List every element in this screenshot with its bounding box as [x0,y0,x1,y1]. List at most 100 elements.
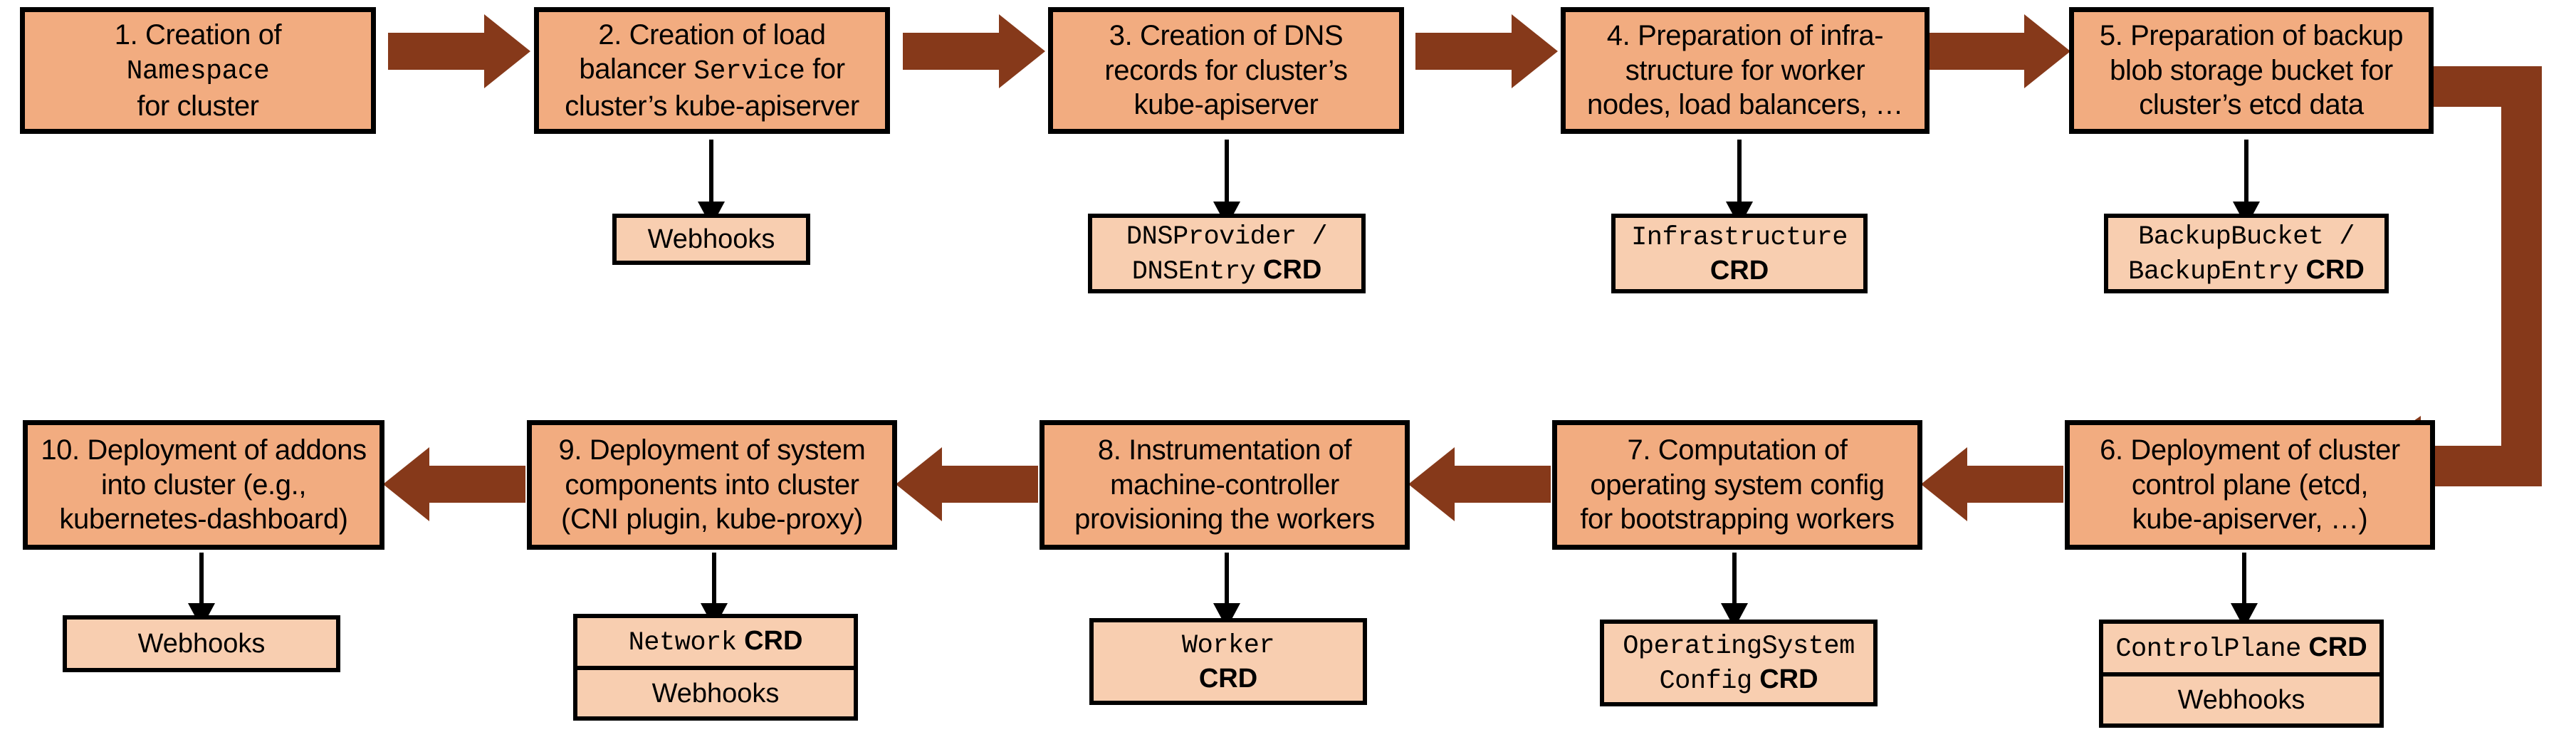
resource-box-worker-crd[interactable]: Worker CRD [1089,618,1367,705]
arrow-5-6-vertical-run [2501,66,2542,486]
step-10-line-3: kubernetes-dashboard) [59,503,348,535]
worker-crd-suffix: CRD [1198,664,1258,694]
arrow-4-5 [1928,14,2070,88]
step-7-text: 7. Computation of operating system confi… [1580,433,1895,537]
resource-box-webhooks-step2[interactable]: Webhooks [612,214,810,265]
resource-cell-webhooks-step10: Webhooks [67,620,336,668]
infrastructure-token: Infrastructure [1631,223,1848,254]
resource-cell-backup-crd: BackupBucket / BackupEntry CRD [2108,214,2384,293]
controlplane-crd-suffix: CRD [2300,632,2367,662]
arrow-3-4 [1415,14,1558,88]
osc-crd-suffix: CRD [1752,664,1818,694]
resource-box-network[interactable]: Network CRD Webhooks [573,614,858,721]
arrow-6-7 [1921,447,2063,521]
step-4-line-1: 4. Preparation of infra- [1606,19,1884,51]
resource-cell-worker-crd: Worker CRD [1094,622,1363,701]
step-5-line-3: cluster’s etcd data [2139,89,2364,121]
step-box-4[interactable]: 4. Preparation of infra- structure for w… [1561,7,1930,134]
step-3-line-3: kube-apiserver [1133,89,1319,121]
step-2-line-2-suffix: for [805,53,845,85]
step-box-5[interactable]: 5. Preparation of backup blob storage bu… [2069,7,2434,134]
resource-cell-network-crd: Network CRD [577,618,854,666]
step-9-line-2: components into cluster [565,469,859,501]
backup-crd-suffix: CRD [2298,255,2365,285]
step-1-line-3: for cluster [137,90,259,122]
arrow-1-2 [388,14,530,88]
step-7-line-3: for bootstrapping workers [1580,503,1895,535]
dns-crd-suffix: CRD [1255,255,1322,285]
arrow-5-6-top-run [2434,66,2542,107]
step-box-1[interactable]: 1. Creation of Namespace for cluster [20,7,376,134]
step-8-line-1: 8. Instrumentation of [1097,434,1352,466]
step-3-line-2: records for cluster’s [1104,54,1348,86]
controlplane-token: ControlPlane [2115,634,2301,664]
resource-connector-group-top [697,140,2261,227]
step-8-text: 8. Instrumentation of machine-controller… [1074,433,1375,537]
step-7-line-2: operating system config [1590,469,1885,501]
step-box-9[interactable]: 9. Deployment of system components into … [527,420,897,550]
step-9-line-1: 9. Deployment of system [558,434,866,466]
step-6-line-1: 6. Deployment of cluster [2100,434,2400,466]
resource-label-controlplane-webhooks: Webhooks [2177,685,2305,716]
dns-provider-token: DNSProvider / [1126,221,1328,252]
step-9-line-3: (CNI plugin, kube-proxy) [561,503,863,535]
resource-box-dns-crd[interactable]: DNSProvider / DNSEntry CRD [1088,214,1366,293]
resource-box-infrastructure-crd[interactable]: Infrastructure CRD [1611,214,1868,293]
resource-cell-network-webhooks: Webhooks [577,666,854,716]
resource-label-webhooks-step10: Webhooks [137,628,266,659]
resource-label-worker-crd: Worker CRD [1181,627,1275,695]
resource-cell-osc-crd: OperatingSystem Config CRD [1604,624,1873,702]
resource-cell-controlplane-webhooks: Webhooks [2103,672,2379,723]
resource-cell-dns-crd: DNSProvider / DNSEntry CRD [1092,214,1361,293]
arrow-8-9 [896,447,1038,521]
step-box-2[interactable]: 2. Creation of load balancer Service for… [534,7,890,134]
infrastructure-crd-suffix: CRD [1710,256,1769,286]
step-10-line-2: into cluster (e.g., [100,469,307,501]
step-box-7[interactable]: 7. Computation of operating system confi… [1552,420,1922,550]
network-token: Network [628,628,737,659]
resource-box-osc-crd[interactable]: OperatingSystem Config CRD [1600,620,1878,706]
step-8-line-3: provisioning the workers [1074,503,1375,535]
step-5-line-1: 5. Preparation of backup [2099,19,2404,51]
step-2-line-3: cluster’s kube-apiserver [565,90,859,122]
step-4-text: 4. Preparation of infra- structure for w… [1587,19,1903,122]
resource-label-dns-crd: DNSProvider / DNSEntry CRD [1126,219,1328,288]
resource-cell-controlplane-crd: ControlPlane CRD [2103,624,2379,672]
arrow-2-3 [903,14,1045,88]
arrow-7-8 [1408,447,1551,521]
resource-connector-group-bottom [187,553,2258,629]
step-box-10[interactable]: 10. Deployment of addons into cluster (e… [23,420,384,550]
step-10-text: 10. Deployment of addons into cluster (e… [41,433,367,537]
step-box-6[interactable]: 6. Deployment of cluster control plane (… [2065,420,2435,550]
step-7-line-1: 7. Computation of [1627,434,1848,466]
dns-entry-token: DNSEntry [1131,257,1256,287]
step-6-line-2: control plane (etcd, [2131,469,2369,501]
step-3-text: 3. Creation of DNS records for cluster’s… [1104,19,1348,122]
network-crd-suffix: CRD [736,626,803,657]
config-token: Config [1659,667,1752,696]
step-6-text: 6. Deployment of cluster control plane (… [2100,433,2400,537]
step-1-text: 1. Creation of Namespace for cluster [115,18,282,124]
step-1-line-1: 1. Creation of [114,19,282,51]
step-4-line-3: nodes, load balancers, … [1586,89,1903,121]
resource-box-controlplane[interactable]: ControlPlane CRD Webhooks [2099,620,2384,728]
step-box-3[interactable]: 3. Creation of DNS records for cluster’s… [1048,7,1404,134]
resource-label-osc-crd: OperatingSystem Config CRD [1623,628,1855,698]
resource-label-network-webhooks: Webhooks [651,678,780,709]
step-box-8[interactable]: 8. Instrumentation of machine-controller… [1040,420,1410,550]
step-3-line-1: 3. Creation of DNS [1109,19,1344,51]
resource-label-infrastructure-crd: Infrastructure CRD [1631,219,1848,287]
resource-box-backup-crd[interactable]: BackupBucket / BackupEntry CRD [2104,214,2389,293]
resource-label-controlplane-crd: ControlPlane CRD [2115,631,2367,666]
resource-cell-webhooks: Webhooks [617,218,806,261]
resource-label-backup-crd: BackupBucket / BackupEntry CRD [2128,219,2365,288]
worker-token: Worker [1181,631,1275,662]
step-5-line-2: blob storage bucket for [2110,54,2393,86]
resource-cell-infrastructure-crd: Infrastructure CRD [1616,215,1863,291]
resource-label-network-crd: Network CRD [629,625,803,659]
step-9-text: 9. Deployment of system components into … [559,433,866,537]
step-1-line-2: Namespace [126,56,270,88]
resource-box-webhooks-step10[interactable]: Webhooks [63,615,340,672]
step-2-text: 2. Creation of load balancer Service for… [565,18,859,124]
